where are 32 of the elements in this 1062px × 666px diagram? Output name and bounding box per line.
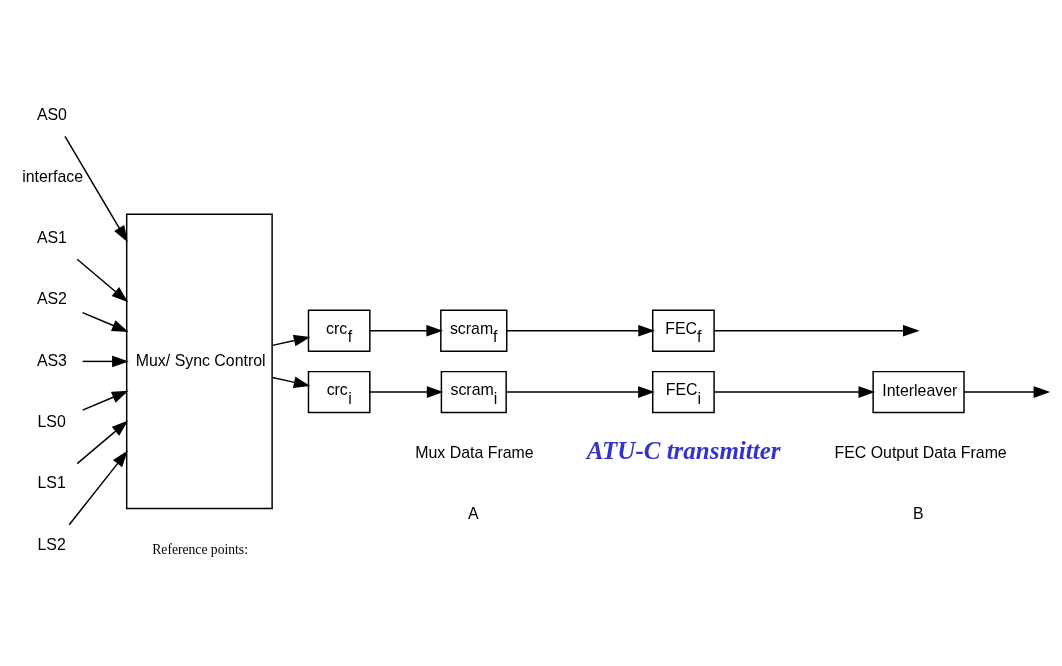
- arrow: [963, 386, 1051, 398]
- arrow: [68, 450, 128, 526]
- arrow: [271, 376, 311, 388]
- node-text: LS0: [37, 412, 66, 430]
- node-box: Interleaver: [872, 370, 965, 414]
- node-text: AS3: [36, 351, 67, 369]
- node-text: LS1: [37, 474, 66, 492]
- arrow: [713, 324, 920, 337]
- label: FEC Output Data Frame: [834, 443, 1007, 461]
- node-box: Mux/ Sync Control: [125, 213, 273, 510]
- arrow: [76, 420, 129, 465]
- arrow: [369, 324, 443, 337]
- label: Mux Data Frame: [415, 443, 534, 461]
- arrow: [506, 324, 655, 337]
- label: ATU-C transmitter: [586, 436, 781, 464]
- arrow: [713, 386, 876, 398]
- label: B: [912, 504, 924, 522]
- node-text: AS0: [36, 106, 67, 124]
- arrow: [81, 311, 129, 332]
- node-text: AS1: [36, 228, 67, 246]
- label: A: [468, 504, 479, 522]
- arrow: [64, 135, 128, 243]
- label: Reference points:: [152, 541, 248, 557]
- arrow: [271, 334, 311, 347]
- node-text: AS2: [36, 290, 67, 308]
- arrow: [505, 386, 655, 398]
- arrow: [81, 355, 129, 368]
- label: interface: [22, 167, 84, 185]
- arrow: [81, 390, 129, 411]
- arrow: [76, 258, 129, 303]
- arrow: [369, 386, 444, 398]
- node-text: LS2: [37, 535, 66, 553]
